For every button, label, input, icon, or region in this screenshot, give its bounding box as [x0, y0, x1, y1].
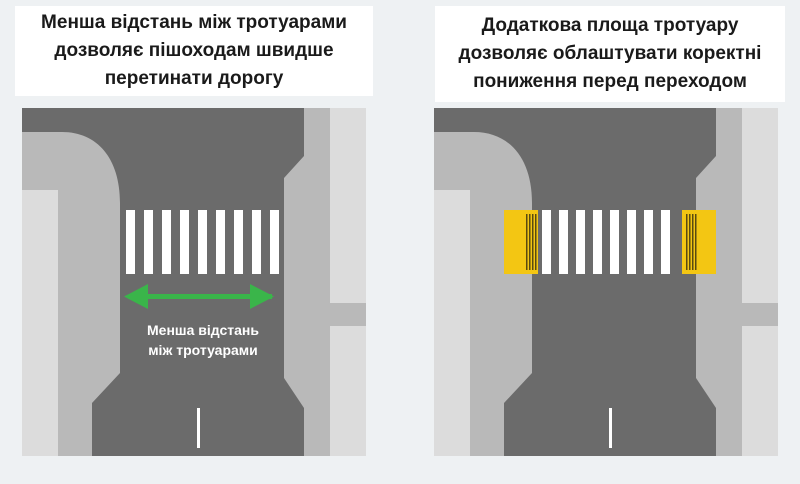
crosswalk-stripe	[252, 210, 261, 274]
caption-right: Додаткова площа тротуару дозволяє облашт…	[435, 6, 785, 102]
crosswalk-stripe	[610, 210, 619, 274]
crosswalk-stripe	[559, 210, 568, 274]
curb-strip-right	[742, 108, 778, 303]
caption-left: Менша відстань між тротуарами дозволяє п…	[15, 6, 373, 96]
side-street-gap	[324, 303, 366, 326]
curb-strip-right-lower	[330, 326, 366, 456]
crosswalk-stripe	[542, 210, 551, 274]
crosswalk	[542, 210, 670, 274]
crosswalk-stripe	[180, 210, 189, 274]
caption-right-line-1: Додаткова площа тротуару	[481, 15, 739, 36]
double-arrow-icon	[124, 284, 274, 309]
crosswalk-stripe	[126, 210, 135, 274]
caption-right-line-2: дозволяє облаштувати коректні	[458, 43, 762, 64]
curb-strip-right-lower	[742, 326, 778, 456]
center-lane-line	[609, 408, 612, 448]
crosswalk-stripe	[644, 210, 653, 274]
crosswalk-stripe	[216, 210, 225, 274]
panel-before: Менша відстань між тротуарами дозволяє п…	[0, 0, 390, 484]
crosswalk-stripe	[593, 210, 602, 274]
crosswalk-stripe	[162, 210, 171, 274]
tactile-paving-icon	[504, 210, 716, 274]
curb-strip-left	[22, 190, 58, 456]
panel-after: Додаткова площа тротуару дозволяє облашт…	[410, 0, 800, 484]
curb-strip-right	[330, 108, 366, 303]
tactile-pad-right	[682, 210, 716, 274]
side-street-gap	[736, 303, 778, 326]
caption-left-line-2: дозволяє пішоходам швидше	[54, 40, 334, 61]
gap-label-line-1: Менша відстань	[147, 322, 259, 338]
crosswalk	[126, 210, 279, 274]
crosswalk-stripe	[270, 210, 279, 274]
intersection-diagram-left	[22, 108, 366, 456]
crosswalk-stripe	[144, 210, 153, 274]
caption-left-line-3: перетинати дорогу	[104, 68, 284, 89]
crosswalk-stripe	[576, 210, 585, 274]
caption-left-line-1: Менша відстань між тротуарами	[41, 12, 347, 33]
crosswalk-stripe	[198, 210, 207, 274]
crosswalk-stripe	[661, 210, 670, 274]
caption-right-line-3: пониження перед переходом	[473, 71, 747, 92]
curb-strip-left	[434, 190, 470, 456]
crosswalk-stripe	[234, 210, 243, 274]
gap-label-line-2: між тротуарами	[148, 342, 258, 358]
center-lane-line	[197, 408, 200, 448]
intersection-diagram-right	[434, 108, 778, 456]
crosswalk-stripe	[627, 210, 636, 274]
gap-label: Менша відстань між тротуарами	[118, 320, 288, 360]
